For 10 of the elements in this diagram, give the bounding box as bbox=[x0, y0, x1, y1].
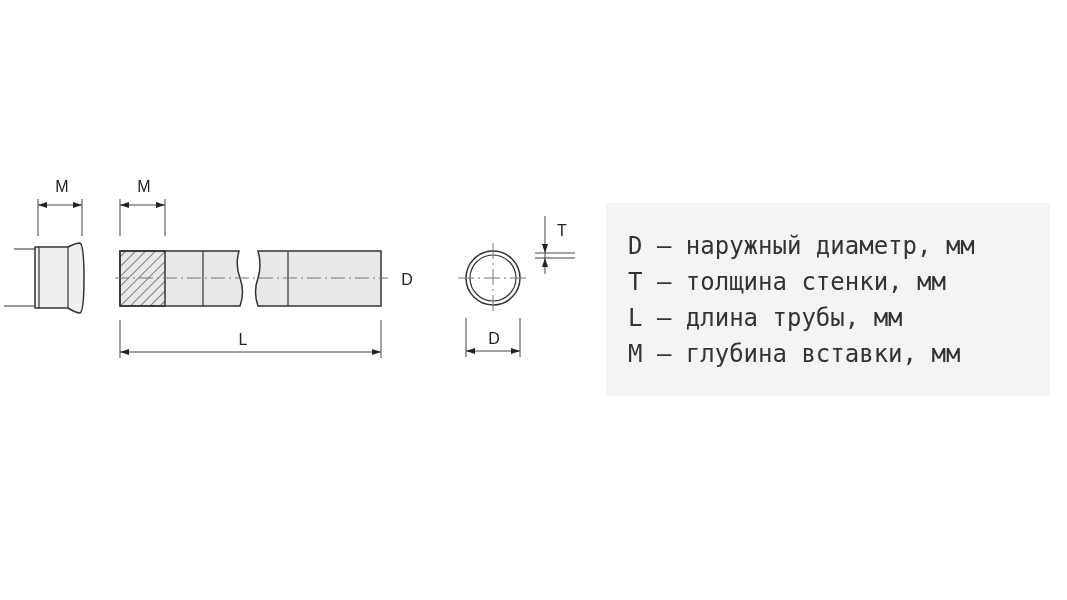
legend-text: L – длина трубы, мм bbox=[628, 302, 904, 333]
dimension-label: T bbox=[557, 223, 567, 239]
dimension-label: M bbox=[137, 179, 151, 195]
dimension-label: D bbox=[488, 331, 500, 347]
dimension-label: L bbox=[238, 332, 248, 348]
legend-text: M – глубина вставки, мм bbox=[628, 338, 962, 369]
dimension-label: D bbox=[401, 272, 413, 288]
legend-text: T – толщина стенки, мм bbox=[628, 266, 947, 297]
legend-text: D – наружный диаметр, мм bbox=[628, 230, 976, 261]
dimension-label: M bbox=[55, 179, 69, 195]
